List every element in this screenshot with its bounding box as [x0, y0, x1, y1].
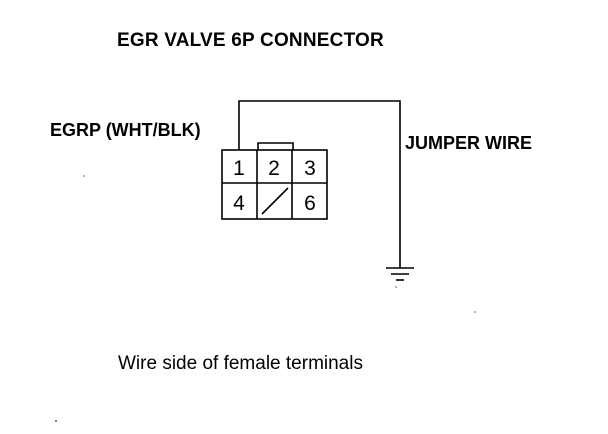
connector-lock-tab: [257, 142, 294, 150]
connector-6p: [221, 142, 328, 220]
terminal-1: 1: [233, 157, 245, 180]
jumper-wire: [238, 100, 401, 268]
diagram-caption: Wire side of female terminals: [118, 353, 363, 374]
terminal-3: 3: [304, 157, 316, 180]
egrp-wire-label: EGRP (WHT/BLK): [50, 120, 201, 140]
scan-specks: [55, 175, 476, 422]
ground-icon: [386, 267, 414, 281]
terminal-5-empty-slash: [261, 187, 289, 215]
connector-housing: [221, 149, 328, 220]
diagram-title: EGR VALVE 6P CONNECTOR: [117, 30, 384, 51]
terminal-6: 6: [304, 192, 316, 215]
terminal-4: 4: [233, 192, 245, 215]
jumper-wire-label: JUMPER WIRE: [405, 133, 533, 153]
terminal-2: 2: [268, 157, 280, 180]
